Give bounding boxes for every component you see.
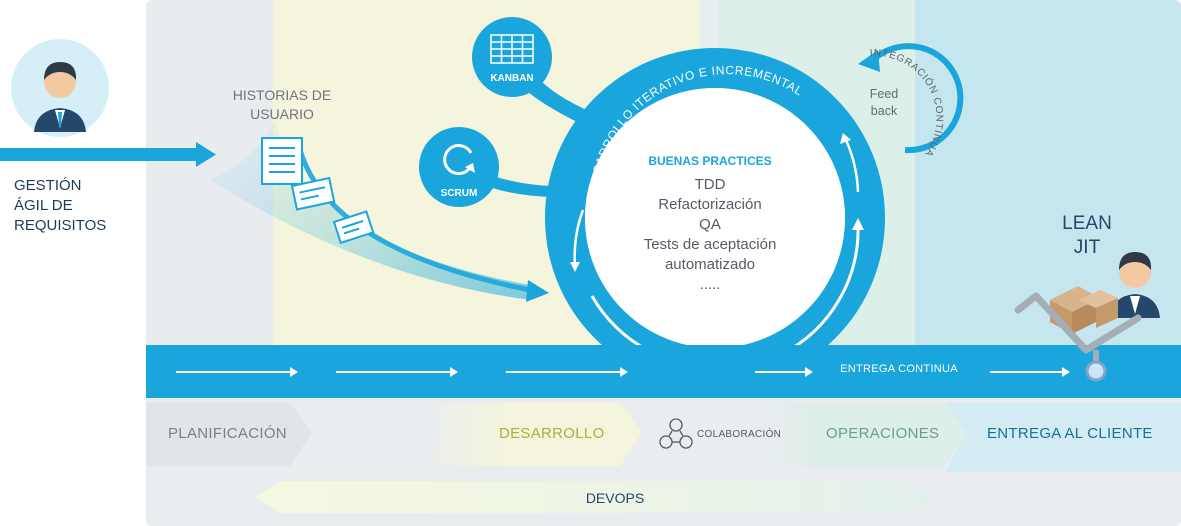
phase-chevrons — [146, 403, 1181, 472]
feedback-line: Feed — [869, 87, 899, 101]
scrum-connector — [486, 175, 552, 197]
phase-customer: ENTREGA AL CLIENTE — [987, 425, 1153, 442]
requirements-line: ÁGIL DE — [14, 197, 73, 214]
chevron-planning — [146, 403, 312, 466]
practice-item: TDD — [694, 176, 726, 193]
delivery-label: ENTREGA CONTINUA — [840, 363, 958, 375]
requirements-arrow-head — [196, 142, 216, 167]
user-stories-line: USUARIO — [250, 106, 314, 122]
ring-arrow-top-right-head — [840, 133, 851, 144]
user-stories-arrow-head — [526, 280, 549, 302]
scrum-cycle-icon — [443, 144, 475, 176]
delivery-arrows — [176, 367, 1070, 377]
practice-item: Tests de aceptación — [643, 236, 777, 253]
story-card-icon — [332, 210, 375, 245]
lean-label: LEAN JIT — [1052, 212, 1122, 260]
collaboration-icon — [659, 418, 693, 449]
lean-line: LEAN — [1062, 213, 1112, 234]
requirements-label: GESTIÓN ÁGIL DE REQUISITOS — [14, 176, 106, 236]
phase-planning: PLANIFICACIÓN — [168, 425, 287, 442]
user-stories-label: HISTORIAS DE USUARIO — [222, 86, 342, 124]
scrum-label: SCRUM — [441, 188, 478, 199]
devops-arrow — [254, 481, 934, 513]
ring-inner — [585, 88, 845, 348]
feedback-loop-head — [858, 50, 880, 72]
phase-operations: OPERACIONES — [826, 425, 940, 442]
ring-arrow-right — [781, 224, 860, 356]
practice-item: Refactorización — [658, 196, 762, 213]
ring-arrow-left — [573, 209, 585, 266]
lean-line: JIT — [1073, 237, 1101, 258]
phase-collaboration: COLABORACIÓN — [697, 429, 782, 440]
user-stories-line: HISTORIAS DE — [232, 87, 332, 103]
practice-item: automatizado — [664, 256, 756, 273]
story-card-icon — [261, 137, 303, 185]
kanban-board-icon — [490, 34, 534, 64]
requirements-line: GESTIÓN — [14, 177, 82, 194]
kanban-label: KANBAN — [490, 73, 533, 84]
ring-arrow-right-head — [852, 218, 864, 230]
feedback-loop — [870, 43, 964, 154]
practices-title: BUENAS PRACTICES — [648, 154, 772, 168]
chevron-operations — [760, 403, 966, 466]
cart-icon — [1014, 292, 1142, 382]
user-stories-arrow — [297, 147, 533, 293]
story-card-icon — [290, 176, 336, 211]
ring-arrow-top-right — [844, 139, 860, 193]
chevron-development — [420, 403, 642, 466]
requirements-arrow-shaft — [0, 148, 198, 161]
requirements-line: REQUISITOS — [14, 217, 107, 234]
chevron-customer — [945, 403, 1181, 472]
phase-development: DESARROLLO — [499, 425, 605, 442]
practice-item: ..... — [699, 276, 721, 293]
ring-arrow-left-head — [570, 262, 580, 272]
feedback-line: back — [870, 104, 898, 118]
practice-item: QA — [699, 216, 721, 233]
feedback-label: Feed back — [852, 86, 916, 120]
scrum-badge[interactable] — [419, 127, 499, 207]
lean-user-avatar — [1110, 252, 1160, 318]
requirements-user-avatar — [11, 39, 109, 137]
devops-label: DEVOPS — [585, 490, 645, 506]
